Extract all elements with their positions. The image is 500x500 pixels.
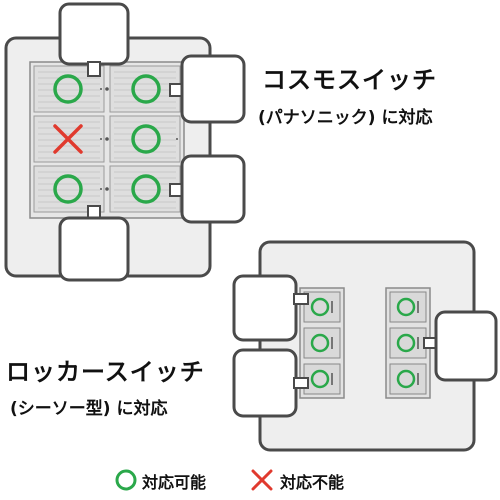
cosmo-switch-5-ok-icon [53,174,83,204]
cosmo-attachment-right-top [169,54,246,124]
rocker-switch-4 [389,291,427,323]
cosmo-marks [53,74,161,204]
cosmo-switch-2 [109,65,181,113]
rocker-attachment-left-bottom [232,348,309,418]
rocker-switch-right-column [385,287,431,399]
rocker-switch-panel [232,240,498,452]
cosmo-title: コスモスイッチ [262,66,437,94]
cosmo-subtitle: (パナソニック) に対応 [258,108,433,128]
cosmo-switch-3-ng-icon [53,124,83,154]
cosmo-switch-panel [4,2,246,282]
rocker-switch-5-ok-icon [396,333,416,353]
cosmo-switch-2-ok-icon [131,74,161,104]
rocker-marks [310,297,416,389]
cosmo-switch-5 [33,165,105,213]
rocker-switch-3 [303,363,341,395]
rocker-switch-4-ok-icon [396,297,416,317]
rocker-switch-3-ok-icon [310,369,330,389]
cosmo-switch-4-ok-icon [131,124,161,154]
legend-ok-icon [115,469,137,491]
rocker-attachment-left-top [232,274,309,342]
rocker-switch-5 [389,327,427,359]
rocker-subtitle: (シーソー型) に対応 [10,399,168,419]
cosmo-attachment-top [58,2,130,77]
legend-ok-label: 対応可能 [142,473,207,492]
legend-ng-icon [251,469,273,491]
rocker-switch-1-ok-icon [310,297,330,317]
rocker-switch-1 [303,291,341,323]
cosmo-switch-6 [109,165,181,213]
cosmo-attachment-bottom [58,205,130,282]
rocker-title: ロッカースイッチ [6,358,205,386]
rocker-switch-2 [303,327,341,359]
rocker-switch-2-ok-icon [310,333,330,353]
cosmo-switch-4 [109,115,181,163]
cosmo-switch-1-ok-icon [53,74,83,104]
cosmo-switch-6-ok-icon [131,174,161,204]
rocker-switch-6 [389,363,427,395]
rocker-switch-6-ok-icon [396,369,416,389]
rocker-attachment-right [423,310,498,382]
legend-ng-label: 対応不能 [280,473,345,492]
cosmo-attachment-right-bottom [169,154,246,224]
